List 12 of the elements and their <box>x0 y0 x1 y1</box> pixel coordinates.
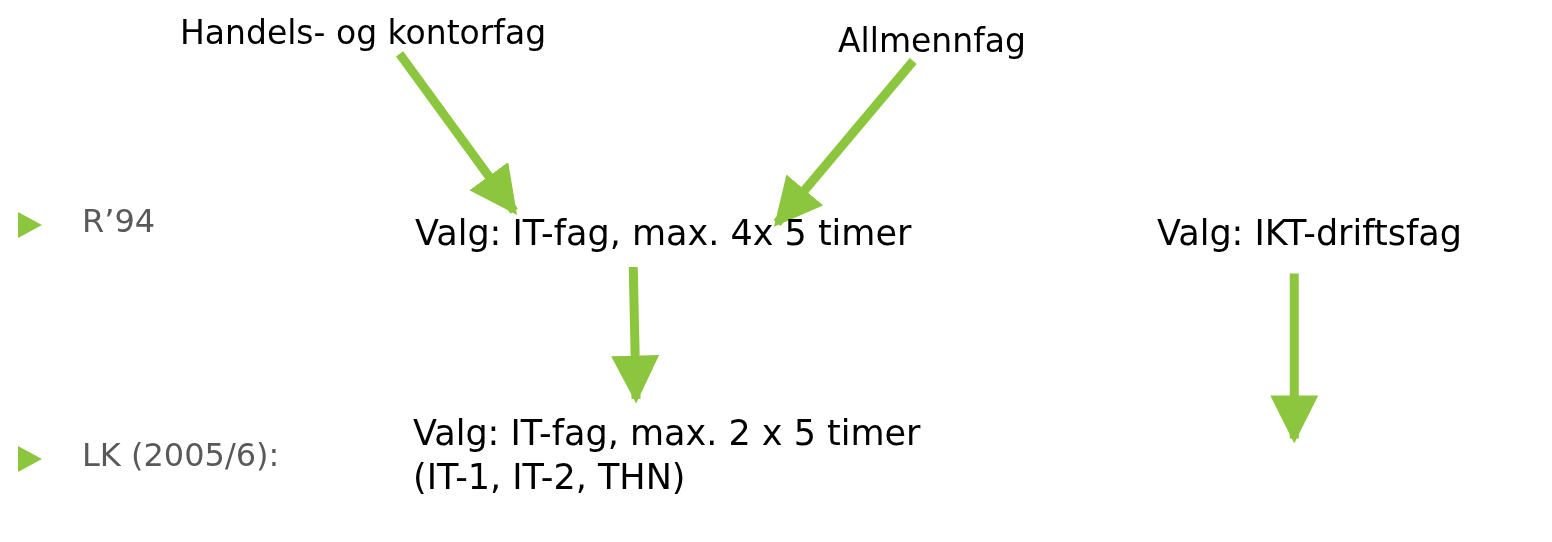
arrow <box>1270 273 1319 444</box>
row-label: LK (2005/6): <box>82 436 280 474</box>
node-text: Valg: IT-fag, max. 4x 5 timer <box>415 212 912 255</box>
row-label: R’94 <box>82 202 156 240</box>
arrow <box>773 58 917 227</box>
arrow <box>395 51 518 215</box>
node-text: Valg: IKT-driftsfag <box>1157 212 1462 255</box>
node-text: Allmennfag <box>838 20 1026 62</box>
node-text: Valg: IT-fag, max. 2 x 5 timer <box>413 412 921 455</box>
node-text: (IT-1, IT-2, THN) <box>413 455 687 499</box>
arrow <box>611 266 660 404</box>
node-text: Handels- og kontorfag <box>180 12 547 54</box>
